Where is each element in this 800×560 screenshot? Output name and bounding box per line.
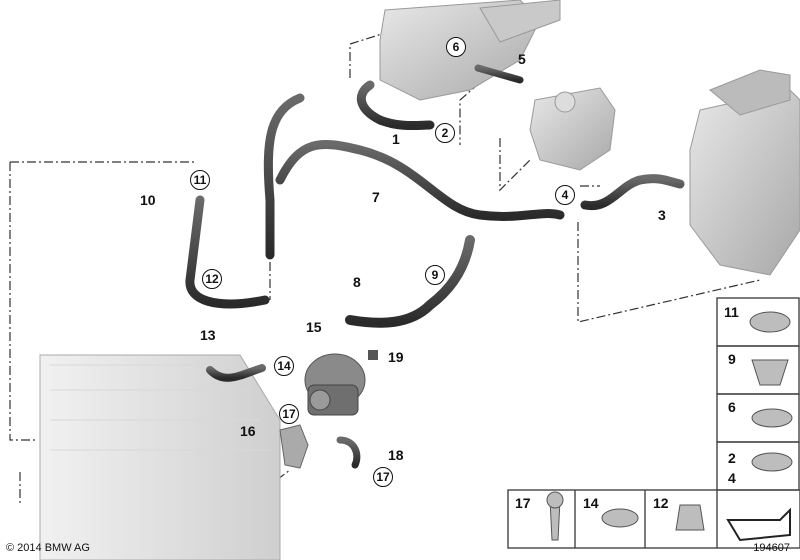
circled-label-12: 12 (202, 269, 222, 289)
legend-num-12: 12 (653, 495, 669, 511)
legend-num-14: 14 (583, 495, 599, 511)
legend-num-17: 17 (515, 495, 531, 511)
water-pump-shape (304, 353, 366, 416)
part-label-15: 15 (306, 319, 322, 335)
part-label-18: 18 (388, 447, 404, 463)
part-label-5: 5 (518, 51, 526, 67)
part-label-10: 10 (140, 192, 156, 208)
part-label-1: 1 (392, 131, 400, 147)
legend-grid (507, 297, 800, 549)
circled-label-6: 6 (446, 37, 466, 57)
legend-num-6: 6 (728, 399, 736, 415)
legend-icons (546, 311, 793, 541)
expansion-tank-shape (529, 87, 616, 171)
circled-label-9: 9 (425, 265, 445, 285)
circled-label-4: 4 (555, 185, 575, 205)
circled-label-17-a: 17 (279, 404, 299, 424)
part-label-8: 8 (353, 274, 361, 290)
legend-num-9: 9 (728, 351, 736, 367)
circled-label-17-b: 17 (373, 467, 393, 487)
arrow-symbol-icon (726, 507, 791, 542)
circled-label-2: 2 (435, 123, 455, 143)
copyright-text: © 2014 BMW AG (6, 542, 90, 554)
sensor-shape (368, 350, 378, 360)
reference-number: 194607 (753, 542, 790, 554)
part-label-13: 13 (200, 327, 216, 343)
part-label-16: 16 (240, 423, 256, 439)
circled-label-11: 11 (190, 170, 210, 190)
legend-num-11: 11 (724, 304, 739, 320)
radiator-shape (39, 354, 281, 560)
intercooler-shape (689, 89, 800, 276)
part-label-19: 19 (388, 349, 404, 365)
circled-label-14: 14 (274, 356, 294, 376)
part-label-3: 3 (658, 207, 666, 223)
part-label-7: 7 (372, 189, 380, 205)
hoses (185, 64, 685, 469)
legend-num-2-4: 2 4 (728, 450, 736, 486)
bracket-shape (279, 424, 309, 469)
